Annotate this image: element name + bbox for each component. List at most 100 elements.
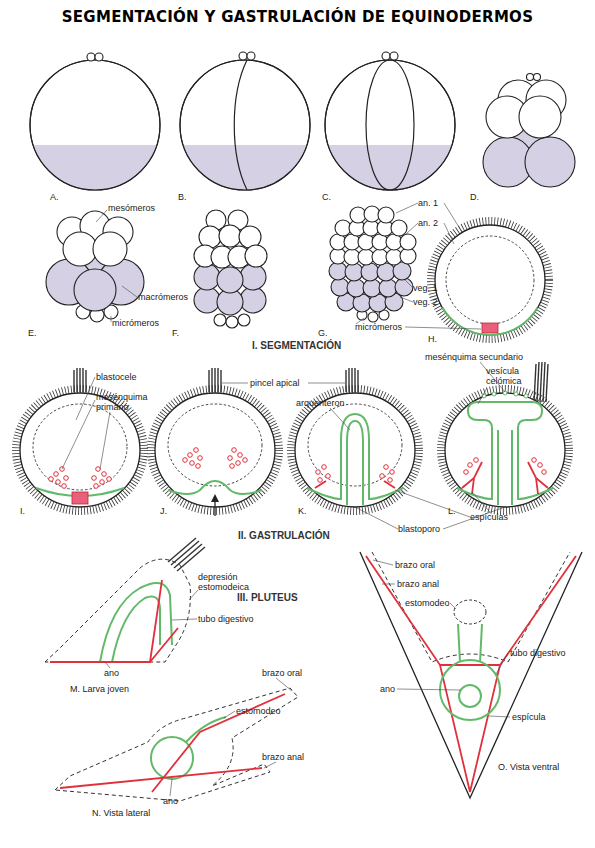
embryo-g: [347, 279, 365, 297]
leader-line: [224, 711, 235, 718]
gastrula-k: [291, 389, 419, 511]
leader-line: [105, 662, 110, 668]
part-label: arquenteron: [296, 398, 345, 408]
embryo-e: [63, 232, 97, 266]
part-label: veg. 1: [413, 283, 438, 293]
gastrula-k: [390, 470, 395, 475]
leader-line: [395, 490, 470, 517]
gastrula-l: [464, 470, 469, 475]
gastrula-l: [532, 458, 537, 463]
egg-c: [328, 145, 452, 190]
gastrula-i: [54, 472, 59, 477]
part-label: depresión estomodeica: [198, 572, 260, 593]
gastrula-i: [56, 480, 61, 485]
figure-letter: H.: [428, 334, 437, 344]
part-label: pincel apical: [250, 378, 300, 388]
part-label: ano: [380, 684, 395, 694]
part-label: brazo oral: [395, 560, 435, 570]
gastrula-k: [347, 421, 363, 505]
figure-letter: K.: [298, 506, 307, 516]
embryo-g: [363, 279, 381, 297]
page-title: SEGMENTACIÓN Y GASTRULACIÓN DE EQUINODER…: [10, 8, 585, 26]
gastrula-k: [380, 474, 385, 479]
figure-letter: M. Larva joven: [70, 684, 129, 694]
gastrula-i: [92, 476, 97, 481]
leader-line: [276, 678, 292, 691]
egg-c: [325, 60, 455, 190]
part-label: micrómeros: [355, 322, 402, 332]
young-larva: [177, 547, 205, 571]
pluteus-lateral: [55, 688, 298, 801]
part-label: espículas: [470, 512, 508, 522]
gastrula-j: [214, 500, 215, 516]
pluteus-lateral: [60, 694, 285, 792]
gastrula-l: [542, 470, 547, 475]
gastrula-l: [441, 389, 569, 511]
gastrula-l: [546, 364, 548, 402]
part-label: brazo anal: [262, 752, 304, 762]
embryo-f: [240, 264, 266, 290]
gastrula-j: [236, 461, 241, 466]
part-label: blastoporo: [398, 524, 440, 534]
figure-letter: J.: [160, 506, 167, 516]
embryo-g: [361, 263, 379, 281]
leader-line: [62, 400, 95, 469]
part-label: an. 1: [418, 198, 438, 208]
embryo-f: [194, 287, 220, 313]
embryo-g: [329, 206, 416, 322]
pluteus-ventral: [366, 556, 576, 792]
embryo-f: [219, 225, 241, 247]
gastrula-i: [33, 404, 127, 490]
part-label: brazo oral: [262, 668, 302, 678]
gastrula-j: [230, 464, 235, 469]
young-larva: [45, 538, 205, 662]
leader-line: [76, 377, 95, 420]
egg-b: [247, 52, 255, 60]
gastrula-l: [514, 392, 518, 396]
pluteus-ventral: [360, 552, 582, 798]
blastula-h: [431, 221, 549, 339]
young-larva: [50, 580, 178, 662]
embryo-d: [483, 74, 575, 188]
gastrula-j: [168, 481, 262, 494]
embryo-g: [331, 278, 349, 296]
embryo-f: [245, 245, 267, 267]
leader-line: [405, 327, 481, 329]
pluteus-ventral: [360, 552, 582, 798]
embryo-g: [400, 234, 416, 250]
embryo-d: [527, 74, 534, 81]
leader-line: [400, 297, 413, 302]
gastrula-k: [322, 465, 327, 470]
gastrula-j: [228, 456, 233, 461]
gastrula-l: [441, 362, 569, 511]
gastrula-i: [64, 476, 69, 481]
gastrula-k: [307, 414, 403, 499]
gastrula-j: [155, 393, 275, 507]
embryo-d: [519, 96, 561, 138]
embryo-g: [368, 312, 378, 322]
figure-letter: D.: [470, 192, 479, 202]
leader-line: [122, 286, 137, 297]
gastrula-k: [326, 474, 331, 479]
leader-line: [189, 590, 198, 600]
embryo-g: [379, 279, 397, 297]
egg-a: [95, 53, 103, 61]
embryo-f: [214, 314, 226, 326]
gastrula-k: [295, 393, 415, 507]
gastrula-i: [62, 484, 67, 489]
part-label: espícula: [512, 712, 546, 722]
leader-line: [478, 388, 487, 404]
gastrula-i: [72, 492, 88, 504]
embryo-f: [199, 226, 221, 248]
embryo-f: [240, 287, 266, 313]
embryo-d: [525, 137, 575, 187]
leader-line: [496, 653, 508, 674]
embryo-g: [345, 263, 363, 281]
embryo-f: [194, 264, 220, 290]
figure-letter: E.: [28, 328, 37, 338]
leader-line: [308, 383, 345, 384]
part-label: estomodeo: [236, 706, 281, 716]
part-label: an. 2: [418, 218, 438, 228]
figure-letter: A.: [50, 192, 59, 202]
